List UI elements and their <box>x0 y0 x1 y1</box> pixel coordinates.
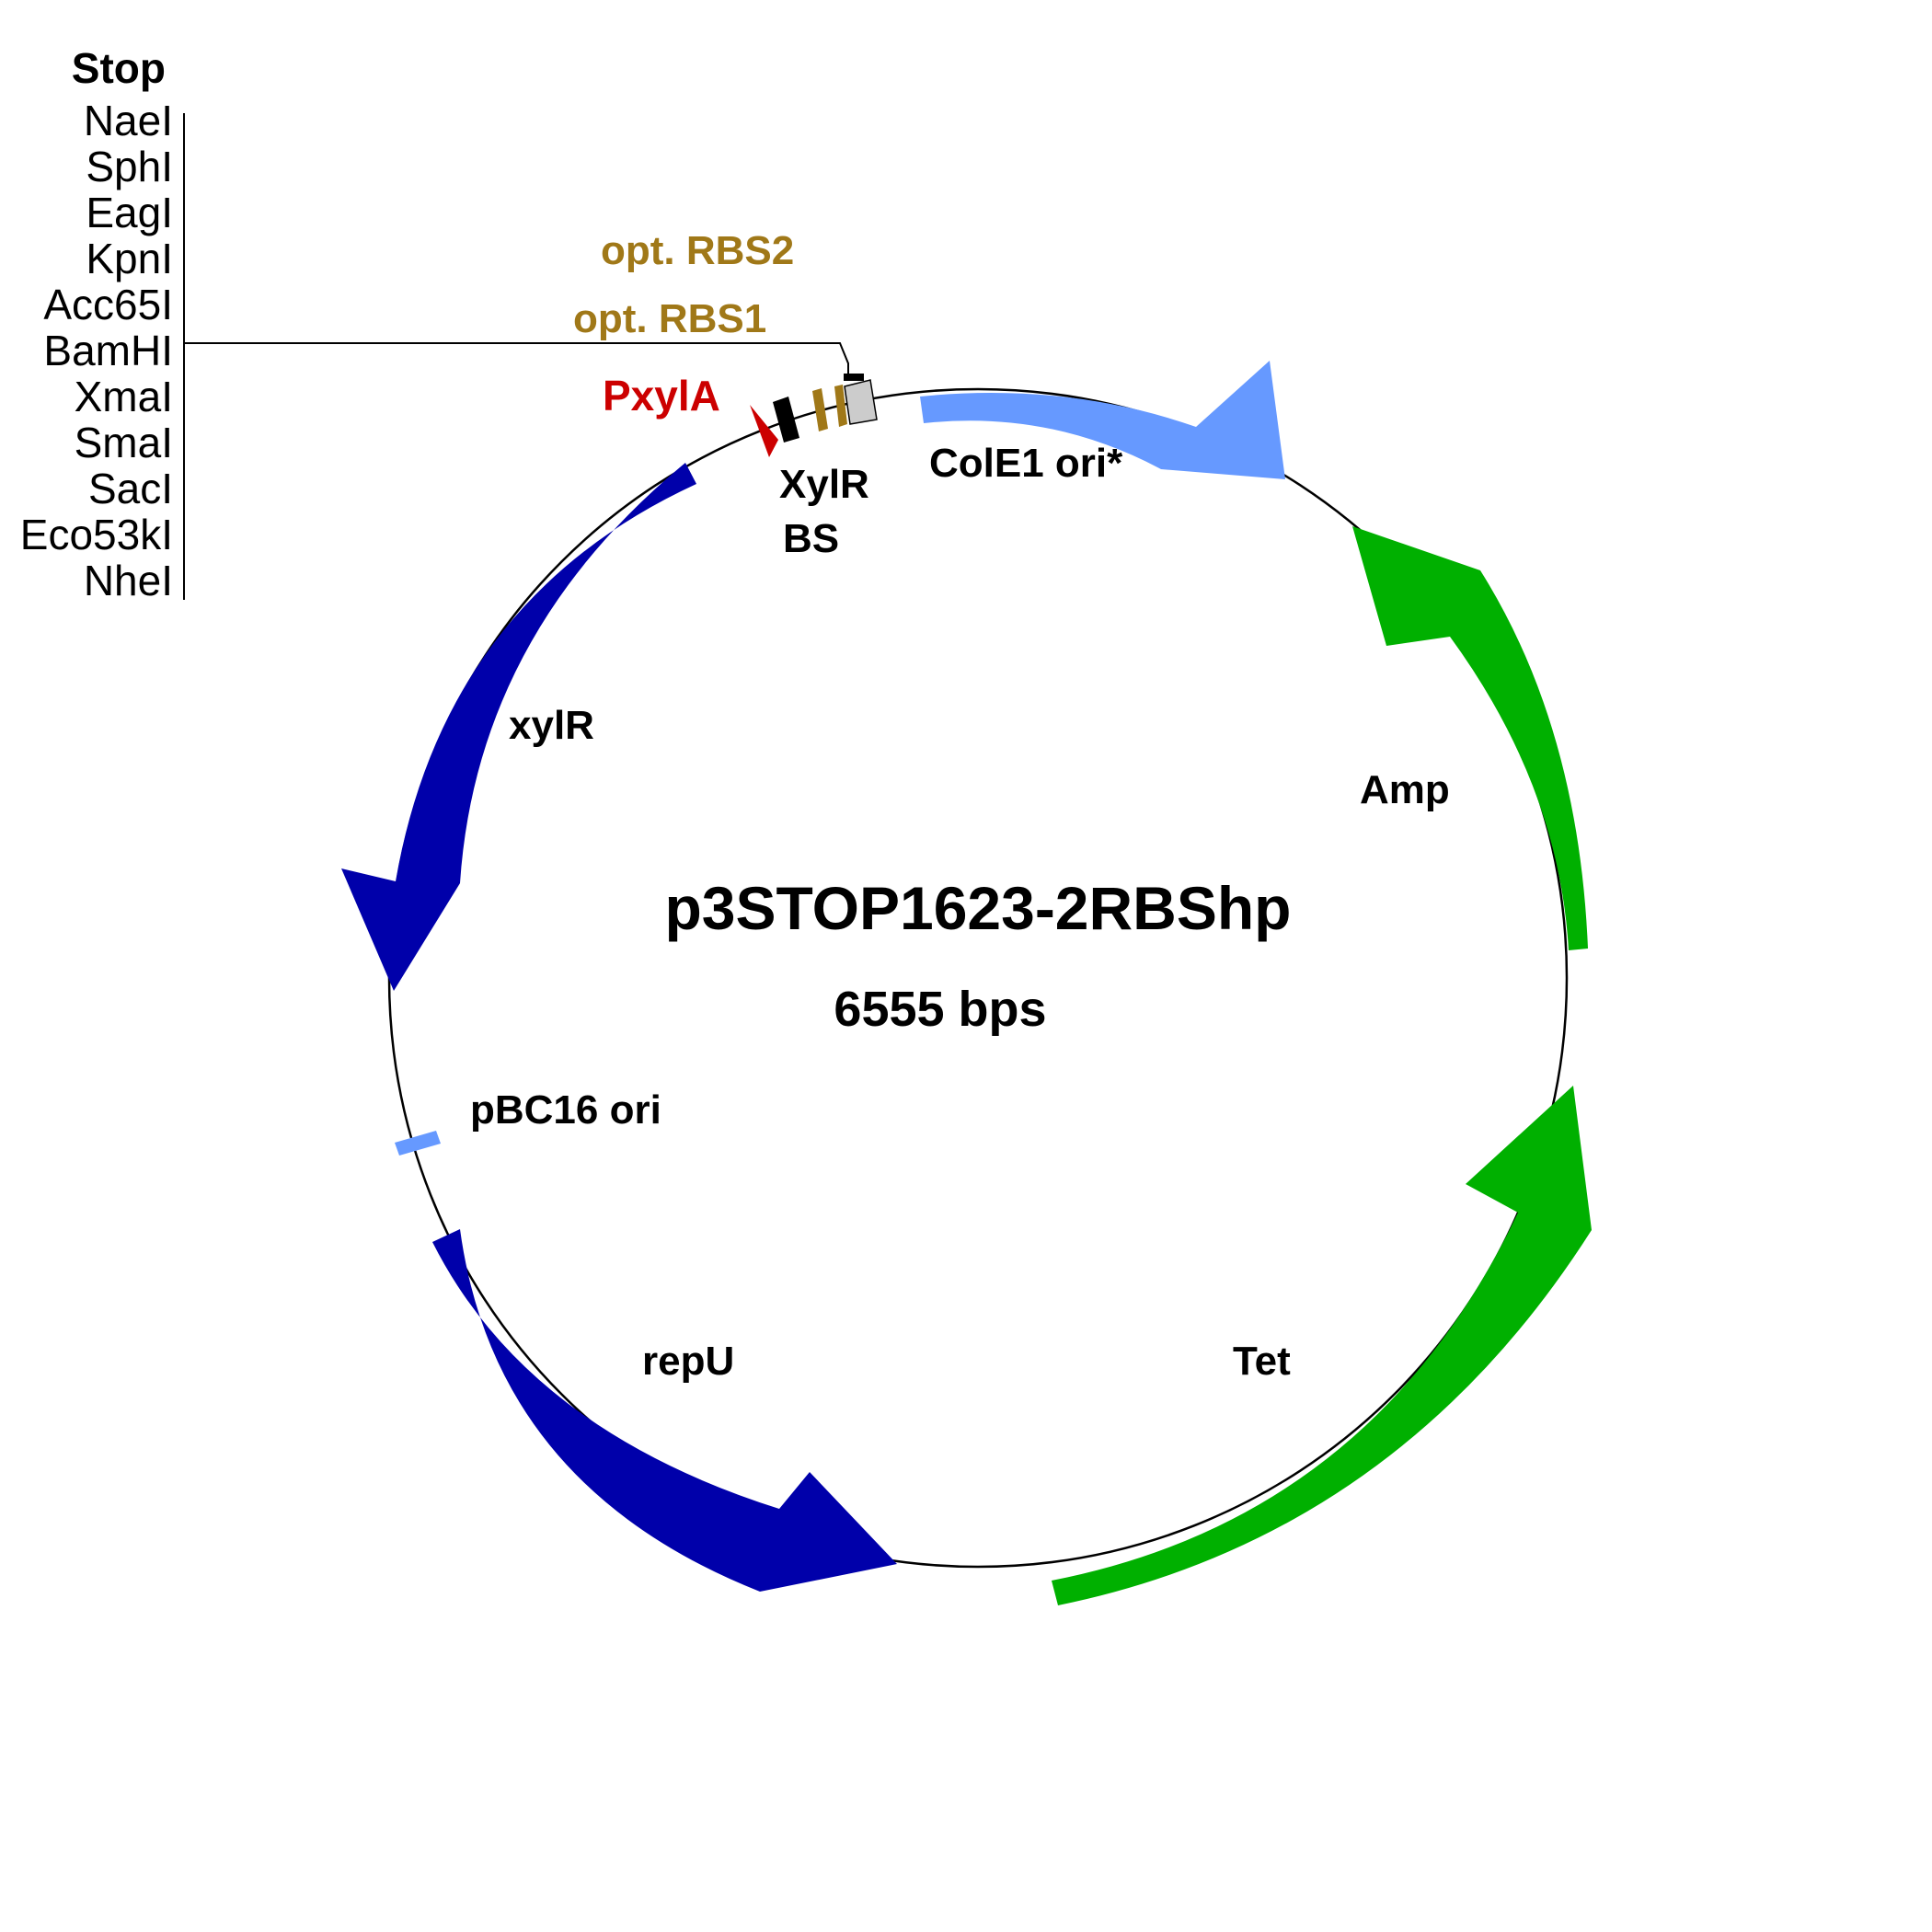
cole1-label: ColE1 ori* <box>929 441 1123 486</box>
mcs-tick-bar <box>844 374 864 381</box>
enzyme-site: Acc65I <box>43 281 173 328</box>
plasmid-size: 6555 bps <box>834 982 1046 1037</box>
stop-header: Stop <box>72 44 166 92</box>
enzyme-site: BamHI <box>43 327 173 374</box>
xylr-label: xylR <box>509 703 594 748</box>
tet-label: Tet <box>1233 1339 1291 1384</box>
pxyla-promoter <box>750 405 778 457</box>
repu-label: repU <box>642 1339 734 1384</box>
rbs2-label: opt. RBS2 <box>601 228 794 273</box>
mcs-box <box>844 379 878 425</box>
xylr-arrow <box>341 463 696 991</box>
rbs1-label: opt. RBS1 <box>573 296 766 341</box>
pbc16-ori-block <box>395 1131 441 1156</box>
enzyme-site: NheI <box>84 557 173 604</box>
amp-arrow <box>1352 526 1588 950</box>
rbs2-mark <box>834 385 847 427</box>
amp-label: Amp <box>1360 767 1450 812</box>
enzyme-site: KpnI <box>86 235 173 282</box>
enzyme-list: NaeI SphI EagI KpnI Acc65I BamHI XmaI Sm… <box>20 97 173 604</box>
xylr-bs-label-line1: XylR <box>779 462 869 507</box>
enzyme-site: SphI <box>86 143 173 190</box>
cole1-ori-arrow <box>920 361 1285 479</box>
xylr-binding-site <box>773 397 799 443</box>
enzyme-site: Eco53kI <box>20 511 173 558</box>
enzyme-site: EagI <box>86 189 173 236</box>
enzyme-site: XmaI <box>75 373 173 420</box>
enzyme-site: SacI <box>88 465 173 512</box>
repu-arrow <box>432 1229 897 1592</box>
mcs-leader-line <box>184 342 849 375</box>
xylr-bs-label-line2: BS <box>783 516 839 561</box>
plasmid-name: p3STOP1623-2RBShp <box>664 874 1291 942</box>
enzyme-site: SmaI <box>75 419 173 466</box>
enzyme-site: NaeI <box>84 97 173 144</box>
pxyla-label: PxylA <box>603 372 720 420</box>
rbs1-mark <box>812 388 828 431</box>
pbc16-label: pBC16 ori <box>470 1087 661 1133</box>
tet-arrow <box>1052 1086 1592 1605</box>
